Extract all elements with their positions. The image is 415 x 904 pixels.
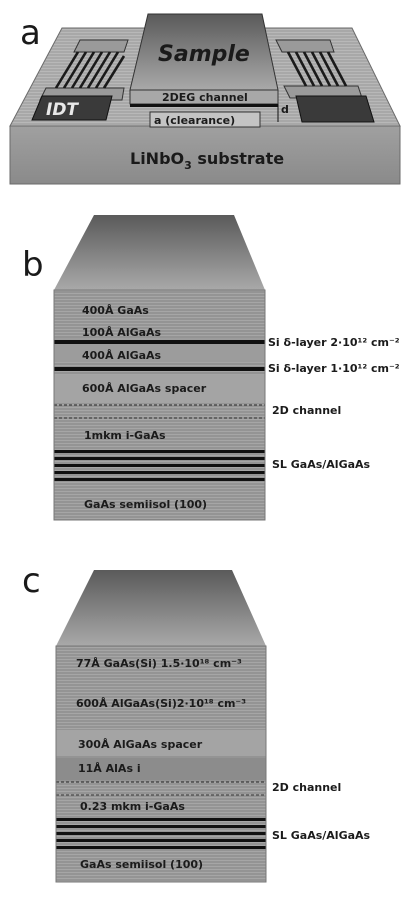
layer-c-1: 77Å GaAs(Si) 1.5·10¹⁸ cm⁻³	[76, 657, 242, 670]
layer-b-2: 100Å AlGaAs	[82, 326, 162, 339]
channel-label: 2DEG channel	[162, 91, 248, 104]
delta-layer-2	[54, 367, 265, 371]
layer-b-6: GaAs semiisol (100)	[84, 498, 207, 511]
idt-pad	[31, 95, 113, 121]
layer-b-1: 400Å GaAs	[82, 304, 149, 317]
panel-b-letter: b	[22, 245, 44, 285]
idt-label: IDT	[46, 100, 79, 120]
delta-2-label: Si δ-layer 1·10¹² cm⁻²	[268, 362, 400, 375]
layer-b-5: 1mkm i-GaAs	[84, 429, 166, 442]
layer-c-5: 0.23 mkm i-GaAs	[80, 800, 185, 813]
gap-label: d	[281, 103, 289, 116]
layer-b-3: 400Å AlGaAs	[82, 349, 162, 362]
panel-c-channel-label: 2D channel	[272, 781, 341, 794]
panel-b-top	[54, 215, 265, 290]
panel-c: c 77Å GaAs(Si) 1.5·10¹⁸ cm⁻³ 600Å AlGaAs…	[22, 561, 371, 883]
panel-c-sl-label: SL GaAs/AlGaAs	[272, 829, 371, 842]
idt-left: IDT	[31, 39, 129, 121]
idt-right	[275, 39, 375, 123]
sample-block: Sample 2DEG channel d a (clearance)	[129, 13, 289, 128]
substrate-front	[9, 125, 401, 185]
layer-c-2: 600Å AlGaAs(Si)2·10¹⁸ cm⁻³	[76, 697, 246, 710]
panel-b-sl-label: SL GaAs/AlGaAs	[272, 458, 371, 471]
layer-c-4: 11Å AlAs i	[78, 762, 141, 775]
panel-c-top	[56, 570, 266, 646]
delta-1-label: Si δ-layer 2·10¹² cm⁻²	[268, 336, 400, 349]
layer-c-3: 300Å AlGaAs spacer	[78, 738, 203, 751]
substrate-label: LiNbO3 substrate	[130, 149, 284, 172]
panel-c-letter: c	[22, 561, 41, 601]
panel-b: b 400Å GaAs 100Å AlGaAs 400Å AlGaAs 600Å…	[22, 215, 400, 521]
panel-b-channel-label: 2D channel	[272, 404, 341, 417]
panel-a: a LiNbO3 substrate IDT	[9, 13, 401, 185]
clearance-label: a (clearance)	[154, 114, 235, 127]
panel-a-letter: a	[20, 13, 41, 53]
delta-layer-1	[54, 340, 265, 344]
layer-c-6: GaAs semiisol (100)	[80, 858, 203, 871]
sample-label: Sample	[158, 42, 250, 67]
panel-c-superlattice	[56, 818, 266, 849]
panel-b-superlattice	[54, 450, 265, 481]
idt-right-pad	[295, 95, 375, 123]
layer-b-4: 600Å AlGaAs spacer	[82, 382, 207, 395]
